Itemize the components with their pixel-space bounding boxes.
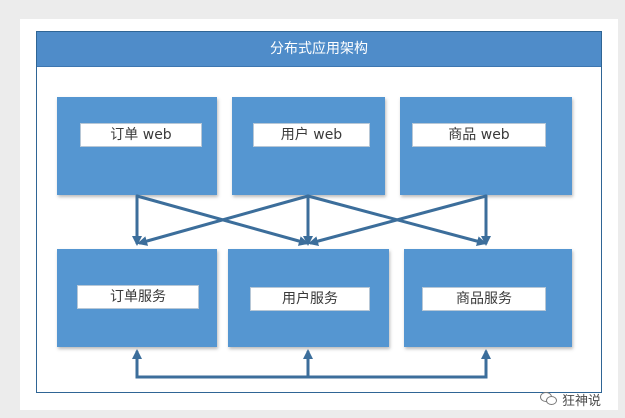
user-web-block: 用户 web bbox=[232, 97, 385, 195]
watermark-text: 狂神说 bbox=[562, 393, 602, 409]
wechat-icon bbox=[540, 392, 558, 406]
user-service-block: 用户服务 bbox=[228, 249, 389, 347]
order-service-block: 订单服务 bbox=[57, 249, 217, 347]
watermark: 狂神说 bbox=[540, 389, 601, 409]
user-web-label: 用户 web bbox=[253, 123, 370, 147]
service-bus-line bbox=[135, 354, 488, 379]
order-service-label: 订单服务 bbox=[77, 285, 199, 309]
product-service-label: 商品服务 bbox=[422, 287, 546, 311]
arrow-userweb-orderservice bbox=[137, 194, 310, 246]
product-web-label: 商品 web bbox=[412, 123, 546, 147]
product-web-block: 商品 web bbox=[400, 97, 572, 195]
arrow-productweb-userservice bbox=[308, 194, 488, 247]
order-web-label: 订单 web bbox=[80, 123, 202, 147]
diagram-title: 分布式应用架构 bbox=[37, 32, 601, 67]
user-service-label: 用户服务 bbox=[250, 287, 370, 311]
product-service-block: 商品服务 bbox=[404, 249, 572, 347]
order-web-block: 订单 web bbox=[57, 97, 217, 195]
